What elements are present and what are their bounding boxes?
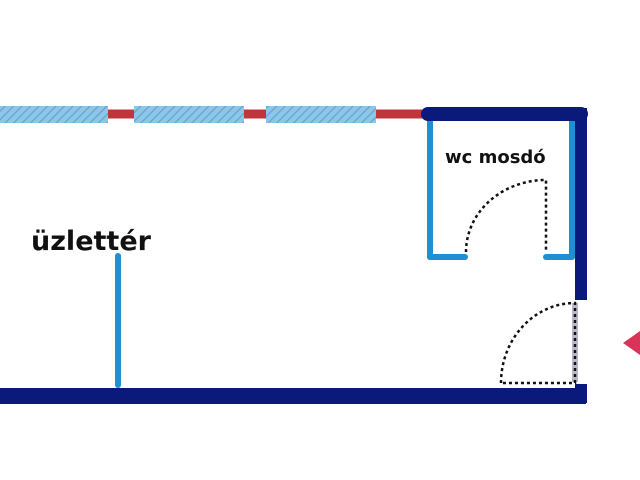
entrance-door: [499, 301, 578, 385]
room-label-wc: wc mosdó: [445, 147, 546, 168]
entrance-door-swing: [499, 301, 577, 385]
wc-door-swing: [464, 178, 548, 253]
arrow-left-icon: [623, 331, 640, 355]
window-3: [266, 106, 376, 123]
window-2: [134, 106, 244, 123]
window-1: [0, 106, 108, 123]
interior-walls: [115, 113, 575, 388]
wc-door: [464, 178, 548, 253]
room-label-shop: üzlettér: [31, 226, 152, 257]
exterior-walls: [0, 107, 588, 404]
